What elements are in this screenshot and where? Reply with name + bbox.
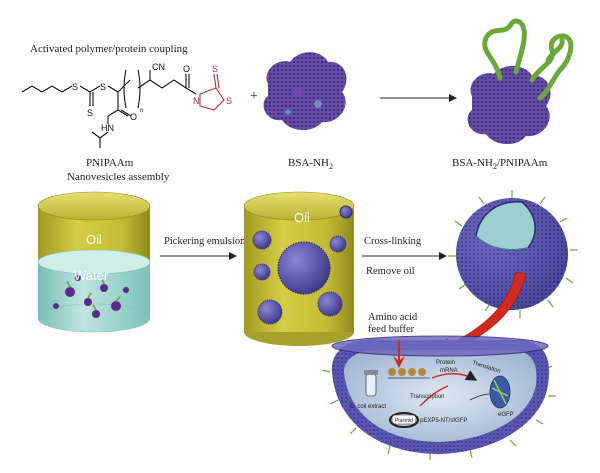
- gfp-barrel-icon: [489, 375, 511, 409]
- cylinder-emulsion: [243, 191, 355, 346]
- conjugate-image: [467, 18, 574, 145]
- plus-sign: +: [250, 89, 258, 104]
- remove-oil-label: Remove oil: [366, 266, 415, 277]
- nanovesicle-sphere: [448, 190, 578, 318]
- conjugate-label: BSA-NH2/PNIPAAm: [452, 157, 548, 171]
- amino-acid-label: Amino acid: [368, 312, 418, 323]
- chem-hn: HN: [101, 123, 114, 133]
- protein-label: Protein: [436, 360, 455, 366]
- emulsion-droplets: [252, 205, 353, 325]
- plasmid-label: Plasmid: [395, 418, 413, 424]
- oil-label-1: Oil: [86, 232, 102, 247]
- chem-s2: S: [87, 108, 93, 118]
- chem-o2: O: [183, 64, 190, 74]
- bsa-label: BSA-NH2: [288, 157, 333, 171]
- plasmid-name-label: pEXP5-NT/sfGFP: [420, 418, 467, 424]
- chem-n-ring: N: [193, 96, 200, 106]
- bsa-protein-image: [263, 52, 347, 131]
- pickering-label: Pickering emulsion: [164, 236, 246, 247]
- water-label: Water: [74, 268, 109, 283]
- coupling-title: Activated polymer/protein coupling: [30, 43, 188, 55]
- chem-n-sub: n: [140, 106, 144, 114]
- assembly-label: Nanovesicles assembly: [67, 171, 170, 183]
- cylinder-oil-water: [37, 191, 151, 333]
- feed-arrow: [393, 340, 405, 368]
- chem-s-ring: S: [226, 96, 232, 106]
- egfp-label: eGFP: [498, 412, 514, 418]
- pnipaam-structure: [21, 69, 225, 148]
- plasmid-icon: [389, 412, 419, 428]
- vesicle-polymer-fringe: [448, 190, 578, 318]
- pnipaam-label: PNIPAAm: [86, 157, 134, 169]
- extract-tube-icon: [364, 370, 378, 397]
- transcription-label: Transcription: [410, 394, 444, 400]
- chem-o1: O: [130, 112, 137, 122]
- ribosome-icons: [388, 368, 430, 379]
- proteins-in-water: [53, 275, 129, 318]
- polymer-chains: [482, 18, 574, 101]
- feed-buffer-label: feed buffer: [368, 324, 415, 335]
- oil-label-2: Oil: [294, 210, 310, 225]
- chem-s3: S: [100, 82, 106, 92]
- chem-cn: CN: [152, 62, 165, 72]
- ecoli-extract-label: E. coli extract: [350, 404, 386, 410]
- chem-s-thione: S: [212, 64, 218, 74]
- cutaway-vesicle: [321, 335, 556, 460]
- chem-s1: S: [72, 82, 78, 92]
- mrna-label: mRNA: [440, 368, 458, 374]
- crosslinking-label: Cross-linking: [364, 236, 422, 247]
